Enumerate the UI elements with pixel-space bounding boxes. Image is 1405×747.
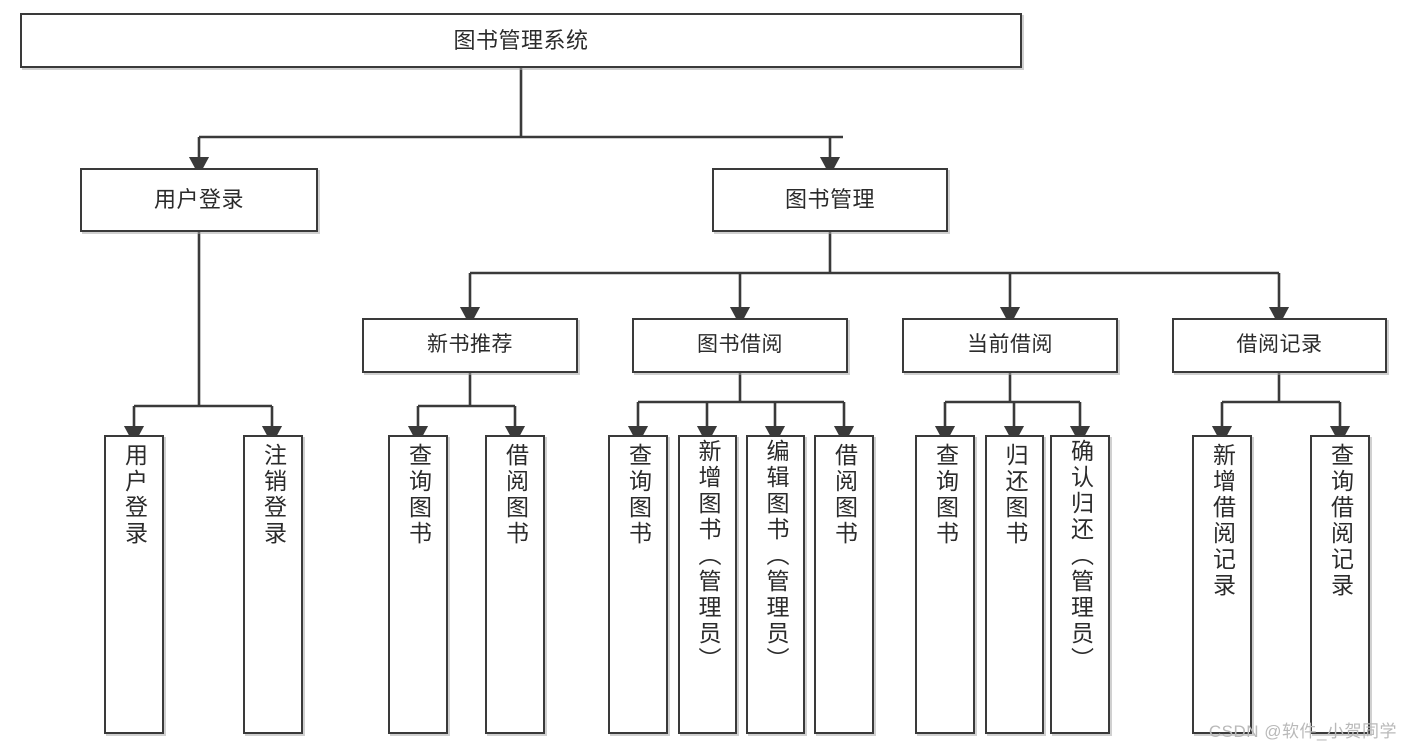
node-label: 新书推荐 — [427, 333, 513, 357]
node-book-borrow[interactable]: 图书借阅 — [632, 318, 848, 373]
node-label: 用户登录 — [153, 187, 244, 213]
node-label: 图书管理 — [784, 187, 875, 213]
node-label: 注销登录 — [260, 443, 287, 547]
leaf-borrow-book-newbook[interactable]: 借阅图书 — [485, 435, 545, 734]
leaf-add-borrow-record[interactable]: 新增借阅记录 — [1192, 435, 1252, 734]
leaf-confirm-return-admin[interactable]: 确认归还（管理员） — [1050, 435, 1110, 734]
leaf-query-book-current[interactable]: 查询图书 — [915, 435, 975, 734]
node-label: 借阅图书 — [502, 443, 529, 547]
leaf-borrow-book-borrow[interactable]: 借阅图书 — [814, 435, 874, 734]
leaf-query-book-newbook[interactable]: 查询图书 — [388, 435, 448, 734]
node-current-borrow[interactable]: 当前借阅 — [902, 318, 1118, 373]
leaf-return-book[interactable]: 归还图书 — [985, 435, 1044, 734]
node-label: 归还图书 — [1002, 443, 1028, 547]
leaf-query-book-borrow[interactable]: 查询图书 — [608, 435, 668, 734]
csdn-watermark: CSDN @软件_小贺同学 — [1208, 722, 1397, 741]
node-book-management[interactable]: 图书管理 — [712, 168, 948, 232]
leaf-user-login[interactable]: 用户登录 — [104, 435, 164, 734]
node-label: 查询图书 — [405, 443, 432, 547]
node-label: 新增图书（管理员） — [695, 439, 721, 673]
node-label: 新增借阅记录 — [1209, 443, 1236, 599]
node-label: 编辑图书（管理员） — [763, 439, 789, 673]
node-label: 查询图书 — [625, 443, 652, 547]
node-label: 查询图书 — [932, 443, 959, 547]
node-label: 图书管理系统 — [453, 27, 589, 53]
node-label: 确认归还（管理员） — [1067, 439, 1094, 673]
leaf-edit-book-admin[interactable]: 编辑图书（管理员） — [746, 435, 805, 734]
node-label: 图书借阅 — [697, 333, 783, 357]
node-user-login[interactable]: 用户登录 — [80, 168, 318, 232]
leaf-add-book-admin[interactable]: 新增图书（管理员） — [678, 435, 737, 734]
leaf-query-borrow-record[interactable]: 查询借阅记录 — [1310, 435, 1370, 734]
node-new-book-recommend[interactable]: 新书推荐 — [362, 318, 578, 373]
node-borrow-record[interactable]: 借阅记录 — [1172, 318, 1387, 373]
node-label: 当前借阅 — [967, 333, 1053, 357]
node-book-management-system[interactable]: 图书管理系统 — [20, 13, 1022, 68]
node-label: 借阅图书 — [831, 443, 858, 547]
node-label: 借阅记录 — [1236, 333, 1323, 357]
node-label: 查询借阅记录 — [1327, 443, 1354, 599]
node-label: 用户登录 — [121, 443, 148, 547]
leaf-logout[interactable]: 注销登录 — [243, 435, 303, 734]
